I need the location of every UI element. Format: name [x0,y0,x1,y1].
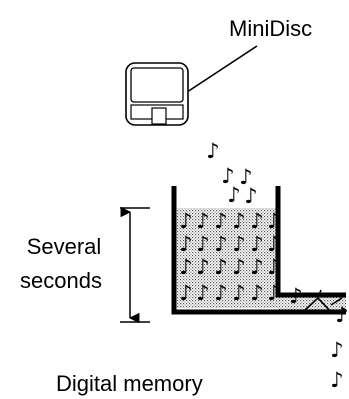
music-note-icon: ♪ [289,284,302,308]
music-note-icon: ♪ [239,165,252,189]
music-note-icon: ♪ [221,164,234,188]
minidisc-leader-line [177,45,258,99]
minidisc-icon [125,62,189,126]
outlet-valve [302,289,343,313]
music-note-icon: ♪ [232,209,245,233]
music-note-icon: ♪ [196,281,209,305]
buffer-container [171,186,346,315]
minidisc-label: MiniDisc [229,16,312,41]
music-note-icon: ♪ [179,232,192,256]
music-note-icon: ♪ [250,255,263,279]
music-note-icon: ♪ [232,281,245,305]
music-notes: ♪♪♪♪♪♪♪♪♪♪♪♪♪♪♪♪♪♪♪♪♪♪♪♪♪♪♪♪♪♪♪♪♪ [179,139,348,392]
music-note-icon: ♪ [196,255,209,279]
several-label: Several [27,234,102,259]
buffer-fill [176,208,278,308]
music-note-icon: ♪ [267,209,280,233]
music-note-icon: ♪ [196,209,209,233]
music-note-icon: ♪ [214,281,227,305]
music-note-icon: ♪ [179,209,192,233]
music-note-icon: ♪ [232,255,245,279]
music-note-icon: ♪ [250,281,263,305]
music-note-icon: ♪ [267,232,280,256]
music-note-icon: ♪ [196,232,209,256]
music-note-icon: ♪ [330,368,343,392]
music-note-icon: ♪ [214,255,227,279]
music-note-icon: ♪ [267,255,280,279]
music-note-icon: ♪ [335,303,348,327]
digital-memory-label: Digital memory [56,371,203,396]
seconds-label: seconds [20,268,102,293]
music-note-icon: ♪ [267,281,280,305]
music-note-icon: ♪ [179,255,192,279]
music-note-icon: ♪ [179,281,192,305]
music-note-icon: ♪ [250,209,263,233]
music-note-icon: ♪ [206,139,219,163]
music-note-icon: ♪ [250,232,263,256]
music-note-icon: ♪ [227,183,240,207]
music-note-icon: ♪ [244,184,257,208]
music-note-icon: ♪ [214,232,227,256]
music-note-icon: ♪ [214,209,227,233]
music-note-icon: ♪ [330,338,343,362]
music-note-icon: ♪ [232,232,245,256]
